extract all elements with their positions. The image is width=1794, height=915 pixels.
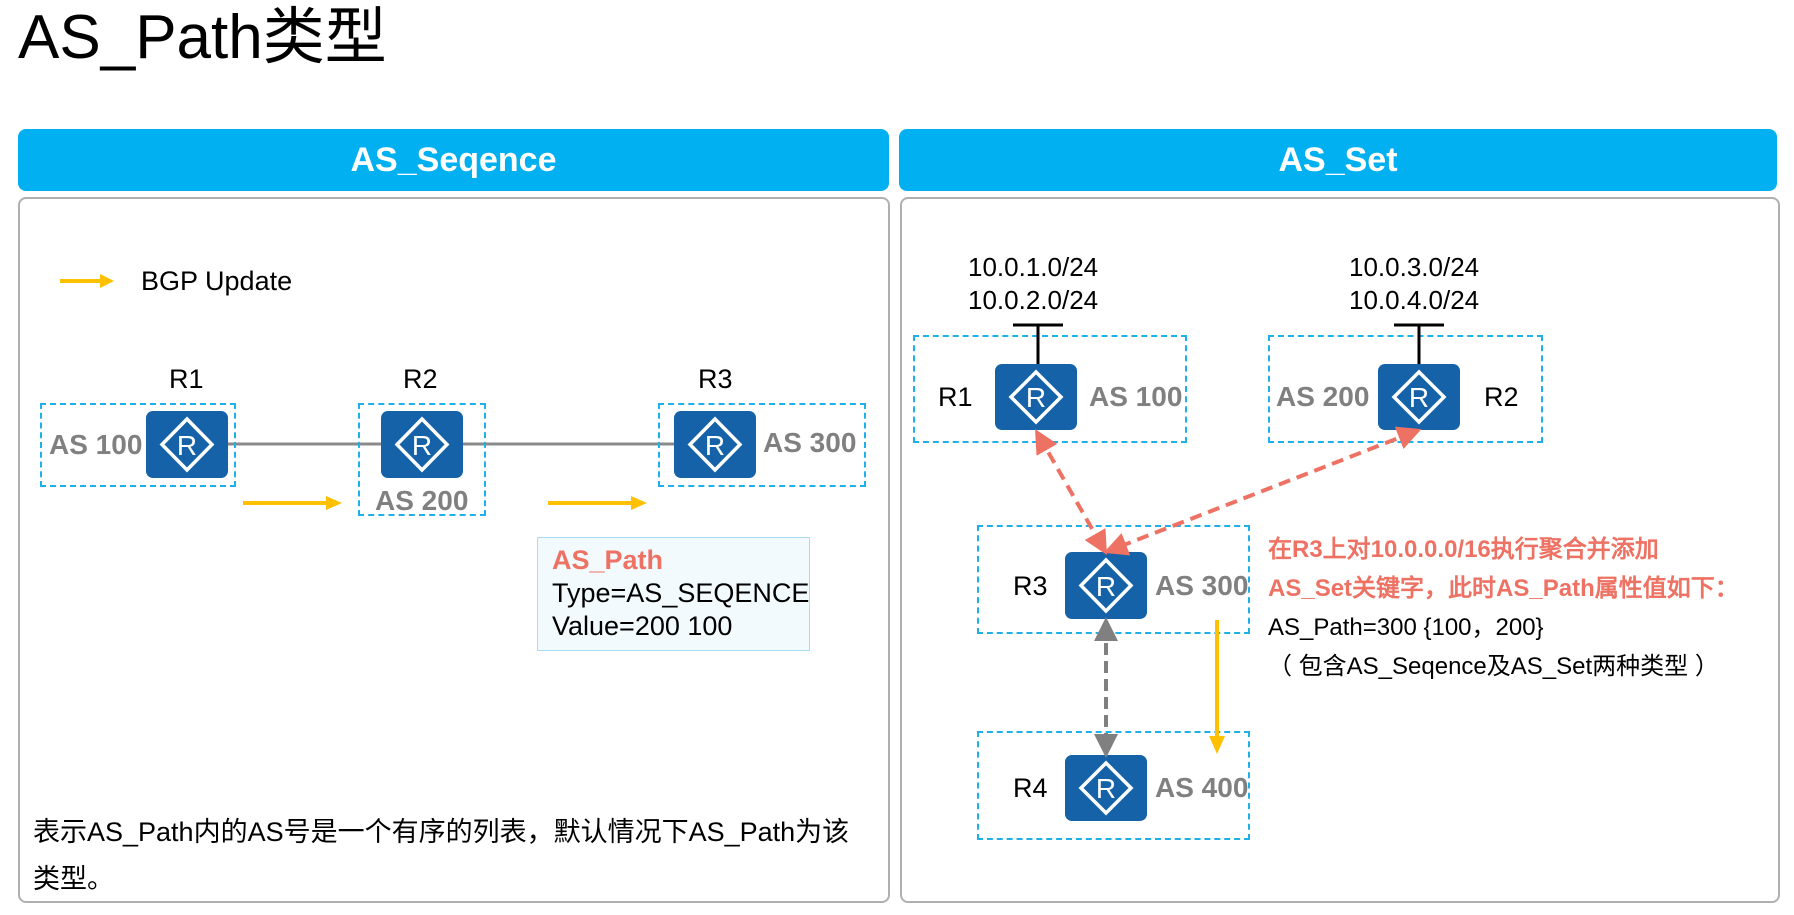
as-set-label-r2: AS 200	[1276, 381, 1370, 412]
router-icon: R	[159, 416, 215, 473]
router-icon: R	[394, 416, 450, 473]
router-r3[interactable]: R	[674, 411, 756, 478]
header-as-sequence: AS_Seqence	[18, 129, 889, 191]
as-set-label-r4: AS 400	[1155, 772, 1249, 803]
svg-text:R: R	[1026, 382, 1046, 413]
as-box-r3	[658, 403, 866, 487]
as-path-title: AS_Path	[552, 545, 664, 575]
networks-r1: 10.0.1.0/24 10.0.2.0/24	[968, 251, 1098, 317]
as-label-r1: AS 100	[49, 429, 143, 460]
as-path-box: AS_Path Type=AS_SEQENCE Value=200 100	[537, 537, 810, 651]
as-set-label-r1: AS 100	[1089, 381, 1183, 412]
update-arrow-2	[548, 496, 647, 510]
update-arrow-1	[243, 496, 342, 510]
as-path-type: Type=AS_SEQENCE	[552, 578, 810, 608]
note-line-4: （ 包含AS_Seqence及AS_Set两种类型 ）	[1268, 653, 1719, 680]
router-r2[interactable]: R	[381, 411, 463, 478]
router-label-as-set-r1: R1	[938, 382, 973, 412]
router-label-r1: R1	[169, 364, 204, 394]
svg-text:R: R	[412, 430, 432, 461]
network-r1-2: 10.0.2.0/24	[968, 285, 1099, 315]
router-label-r3: R3	[698, 364, 733, 394]
note-line-3: AS_Path=300 {100，200}	[1268, 614, 1544, 641]
router-as-set-r4[interactable]: R	[1065, 755, 1147, 821]
description: 表示AS_Path内的AS号是一个有序的列表，默认情况下AS_Path为该 类型…	[33, 809, 849, 903]
legend-label: BGP Update	[141, 266, 293, 296]
as-box-r2	[358, 403, 486, 516]
arrow-right-icon	[60, 274, 114, 288]
as-box-r1	[40, 403, 236, 487]
header-as-sequence-label: AS_Seqence	[350, 140, 557, 179]
svg-text:R: R	[177, 430, 197, 461]
note-line-2: AS_Set关键字，此时AS_Path属性值如下：	[1268, 575, 1739, 602]
router-label-as-set-r3: R3	[1013, 571, 1048, 601]
description-line-2: 类型。	[33, 864, 114, 894]
as-label-r2: AS 200	[375, 485, 469, 516]
svg-text:R: R	[1409, 382, 1429, 413]
page-title: AS_Path类型	[18, 3, 387, 72]
header-as-set-label: AS_Set	[1278, 140, 1398, 179]
router-as-set-r2[interactable]: R	[1378, 364, 1460, 430]
router-r1[interactable]: R	[146, 411, 228, 478]
network-r1-1: 10.0.1.0/24	[968, 252, 1099, 282]
router-label-r2: R2	[403, 364, 438, 394]
as-set-label-r3: AS 300	[1155, 570, 1249, 601]
router-icon: R	[687, 416, 743, 473]
router-label-as-set-r4: R4	[1013, 773, 1048, 803]
router-icon: R	[1008, 369, 1064, 425]
router-label-as-set-r2: R2	[1484, 382, 1519, 412]
network-r2-1: 10.0.3.0/24	[1349, 252, 1480, 282]
router-as-set-r3[interactable]: R	[1065, 552, 1147, 619]
svg-text:R: R	[1096, 571, 1116, 602]
svg-text:R: R	[705, 430, 725, 461]
networks-r2: 10.0.3.0/24 10.0.4.0/24	[1349, 251, 1479, 317]
as-label-r3: AS 300	[763, 427, 857, 458]
network-r2-2: 10.0.4.0/24	[1349, 285, 1480, 315]
aggregation-note: 在R3上对10.0.0.0/16执行聚合并添加 AS_Set关键字，此时AS_P…	[1268, 530, 1739, 686]
router-as-set-r1[interactable]: R	[995, 364, 1077, 430]
description-line-1: 表示AS_Path内的AS号是一个有序的列表，默认情况下AS_Path为该	[33, 817, 850, 847]
as-path-value: Value=200 100	[552, 611, 733, 641]
router-icon: R	[1078, 557, 1134, 614]
router-icon: R	[1391, 369, 1447, 425]
note-line-1: 在R3上对10.0.0.0/16执行聚合并添加	[1268, 536, 1659, 563]
router-icon: R	[1078, 760, 1134, 816]
header-as-set: AS_Set	[899, 129, 1777, 191]
svg-text:R: R	[1096, 773, 1116, 804]
